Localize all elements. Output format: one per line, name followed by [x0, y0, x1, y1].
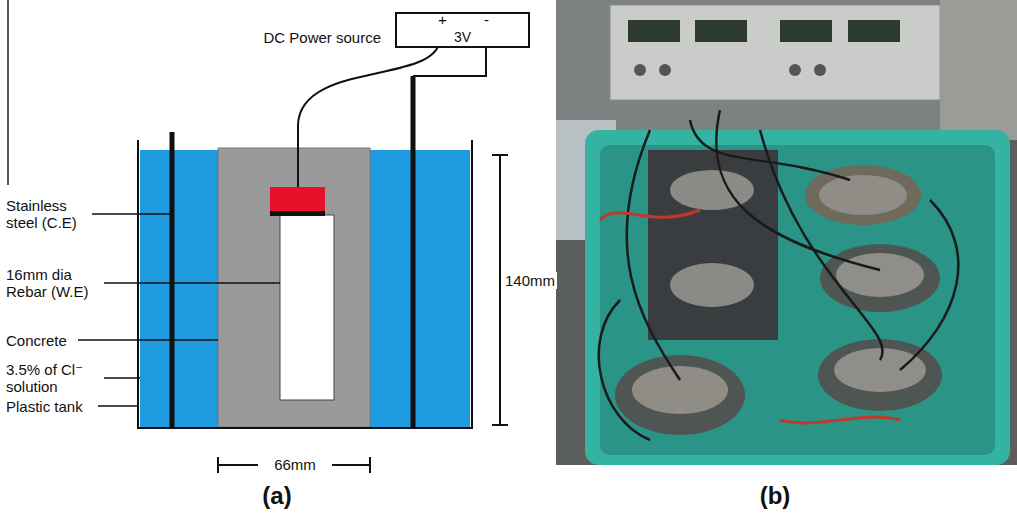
terminal-label: +	[438, 11, 447, 28]
part-label: 16mm dia Rebar (W.E)	[6, 266, 101, 300]
panel-label: (a)	[262, 482, 291, 510]
part-label: Plastic tank	[6, 398, 83, 415]
part-label: 3.5% of Cl⁻ solution	[6, 361, 101, 395]
photo	[556, 0, 1017, 465]
terminal-label: -	[484, 11, 489, 28]
part-label: Stainless steel (C.E)	[6, 197, 88, 231]
terminal-label: 3V	[454, 29, 471, 46]
dimension-label: 66mm	[272, 456, 318, 473]
panel-label: (b)	[760, 482, 791, 510]
dimension-label: 140mm	[503, 272, 557, 289]
source-heading: DC Power source	[263, 29, 381, 46]
power-source-box: DC Power source+-3V	[395, 12, 530, 48]
part-label: Concrete	[6, 332, 67, 349]
